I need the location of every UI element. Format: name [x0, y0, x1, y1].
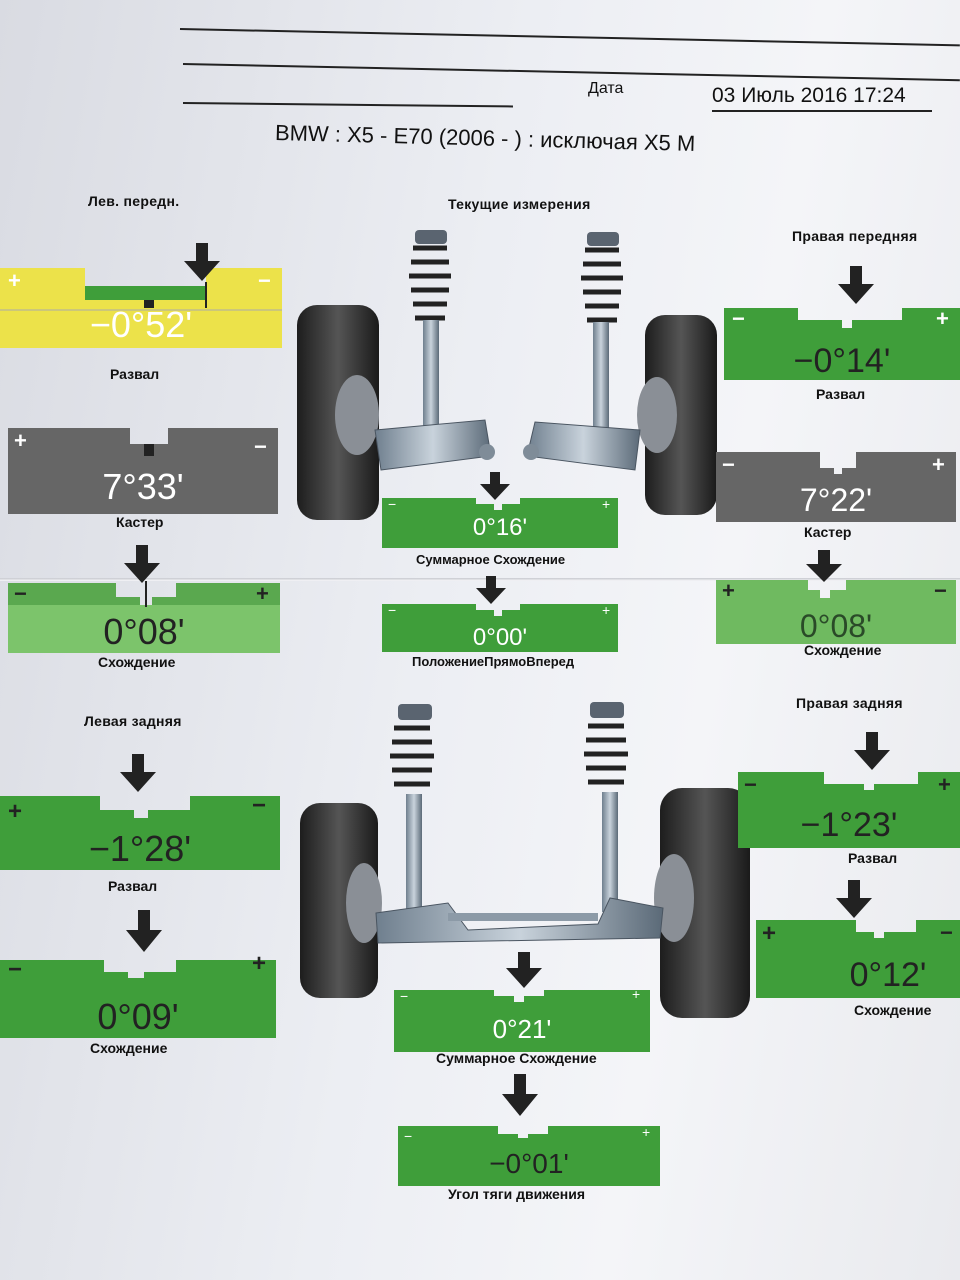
rf-caster-value: 7°22' [799, 482, 873, 518]
rear-suspension-diagram [298, 698, 753, 1020]
lf-toe-value: 0°08' [103, 611, 185, 652]
rf-camber-value: −0°14' [793, 342, 891, 380]
rf-toe-caption: Схождение [804, 642, 882, 658]
steering-center-caption: ПоложениеПрямоВперед [412, 654, 575, 669]
paper-fold [0, 578, 960, 581]
date-label: Дата [588, 80, 624, 97]
plus-sign: + [256, 581, 269, 606]
front-total-toe-caption: Суммарное Схождение [416, 552, 566, 567]
section-current: Текущие измерения [448, 196, 591, 212]
minus-sign: − [388, 496, 397, 512]
minus-sign: − [258, 268, 271, 293]
section-left-front: Лев. передн. [88, 193, 180, 209]
rr-toe-caption: Схождение [854, 1002, 932, 1018]
minus-sign: − [934, 578, 947, 603]
gauge-steering-center: − + 0°00' [382, 574, 618, 652]
date-value: 03 Июль 2016 17:24 [712, 84, 932, 112]
minus-sign: − [254, 434, 267, 459]
section-left-rear: Левая задняя [84, 713, 182, 729]
gauge-rr-camber: − + −1°23' [738, 730, 960, 848]
lf-toe-caption: Схождение [98, 654, 176, 670]
signature-line-1 [179, 28, 960, 47]
plus-sign: + [602, 496, 611, 512]
gauge-rf-camber: − + −0°14' [724, 262, 960, 380]
plus-sign: + [8, 268, 21, 293]
lr-toe-caption: Схождение [90, 1040, 168, 1056]
vehicle-title: BMW : X5 - E70 (2006 - ) : исключая X5 M [274, 120, 696, 157]
signature-line-3 [182, 102, 513, 108]
steering-center-value: 0°00' [472, 624, 528, 651]
minus-sign: − [722, 452, 735, 477]
gauge-thrust-angle: − + −0°01' [398, 1074, 660, 1186]
signature-line-2 [182, 63, 960, 82]
section-right-rear: Правая задняя [796, 695, 903, 711]
section-right-front: Правая передняя [792, 228, 918, 244]
gauge-lf-caster: + − 7°33' [8, 428, 278, 514]
plus-sign: + [936, 306, 949, 331]
lf-caster-caption: Кастер [116, 514, 164, 530]
lr-camber-caption: Развал [108, 878, 158, 894]
gauge-lf-toe: − + 0°08' [8, 545, 280, 653]
minus-sign: − [404, 1128, 413, 1144]
plus-sign: + [632, 986, 641, 1002]
lr-camber-value: −1°28' [88, 828, 192, 869]
minus-sign: − [732, 306, 745, 331]
plus-sign: + [252, 950, 267, 977]
rf-toe-value: 0°08' [799, 608, 873, 644]
front-suspension-diagram [295, 220, 720, 530]
gauge-rf-caster: − + 7°22' [716, 452, 956, 522]
lf-caster-value: 7°33' [102, 466, 184, 507]
plus-sign: + [14, 428, 27, 453]
minus-sign: − [252, 792, 267, 819]
rear-total-toe-caption: Суммарное Схождение [436, 1050, 597, 1066]
rr-camber-caption: Развал [848, 850, 898, 866]
lr-toe-value: 0°09' [97, 996, 179, 1037]
thrust-angle-caption: Угол тяги движения [448, 1186, 586, 1202]
gauge-lf-camber: + − −0°52' [0, 238, 282, 348]
plus-sign: + [762, 920, 777, 947]
thrust-angle-value: −0°01' [489, 1148, 569, 1179]
rr-camber-value: −1°23' [800, 806, 898, 844]
rr-toe-value: 0°12' [849, 956, 927, 994]
plus-sign: + [938, 772, 951, 797]
gauge-lr-toe: − + 0°09' [0, 910, 276, 1038]
gauge-lr-camber: + − −1°28' [0, 752, 280, 870]
plus-sign: + [932, 452, 945, 477]
plus-sign: + [642, 1124, 651, 1140]
lf-camber-value: −0°52' [89, 304, 193, 345]
rear-total-toe-value: 0°21' [492, 1014, 552, 1044]
minus-sign: − [14, 581, 27, 606]
gauge-rear-total-toe: − + 0°21' [394, 950, 650, 1052]
rf-caster-caption: Кастер [804, 524, 852, 540]
minus-sign: − [744, 772, 757, 797]
plus-sign: + [8, 798, 23, 825]
minus-sign: − [940, 920, 953, 945]
plus-sign: + [602, 602, 611, 618]
gauge-rr-toe: + − 0°12' [756, 878, 960, 998]
minus-sign: − [8, 956, 23, 983]
front-total-toe-value: 0°16' [472, 514, 528, 541]
gauge-rf-toe: + − 0°08' [716, 550, 956, 644]
gauge-front-total-toe: − + 0°16' [382, 470, 618, 548]
minus-sign: − [400, 988, 409, 1004]
plus-sign: + [722, 578, 735, 603]
minus-sign: − [388, 602, 397, 618]
lf-camber-caption: Развал [110, 366, 160, 382]
rf-camber-caption: Развал [816, 386, 866, 402]
